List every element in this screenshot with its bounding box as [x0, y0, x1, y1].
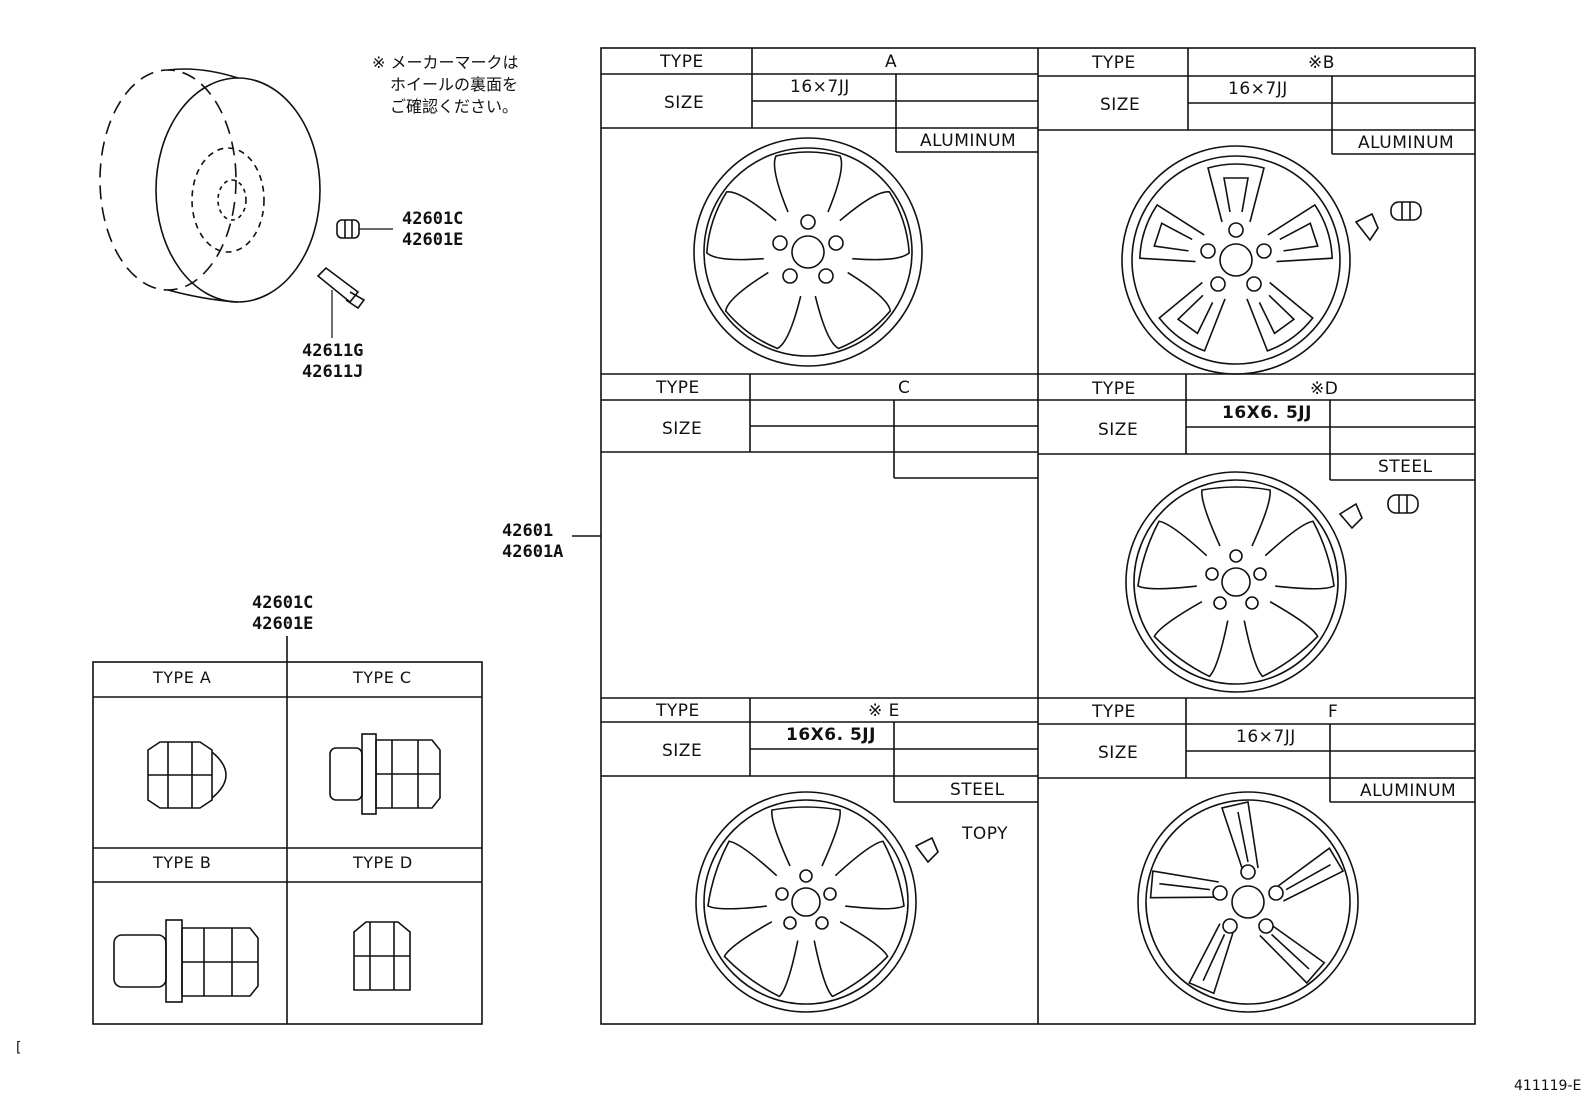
wheel-type-table — [600, 47, 1476, 1025]
panel-e-type-label: TYPE — [656, 701, 700, 721]
lug-nut-illustration — [336, 219, 393, 239]
part-number-wheel: 42601 — [502, 521, 554, 541]
tire-illustration — [99, 68, 321, 303]
arrow-icon — [1338, 502, 1363, 530]
panel-d-material: STEEL — [1378, 457, 1433, 477]
panel-a-size-label: SIZE — [664, 93, 705, 113]
nut-cell-type-b: TYPE B — [153, 853, 212, 872]
panel-b-type-label: TYPE — [1092, 53, 1136, 73]
maker-mark-note-line-2: ホイールの裏面を — [390, 75, 519, 94]
panel-a-size-value: 16×7JJ — [790, 77, 850, 97]
part-number-valve-j: 42611J — [302, 362, 364, 382]
panel-e-material: STEEL — [950, 780, 1005, 800]
panel-c-size-label: SIZE — [662, 419, 703, 439]
nut-type-a-illustration — [147, 741, 227, 809]
panel-b-type-value: ※B — [1308, 53, 1335, 73]
arrow-icon — [914, 836, 939, 864]
panel-a-material: ALUMINUM — [920, 131, 1017, 151]
nut-cell-type-c: TYPE C — [353, 668, 412, 687]
panel-f-material: ALUMINUM — [1360, 781, 1457, 801]
wheel-type-e — [695, 791, 917, 1013]
panel-b-size-label: SIZE — [1100, 95, 1141, 115]
nut-cell-type-d: TYPE D — [353, 853, 413, 872]
valve-stem-illustration — [316, 266, 366, 338]
panel-d-type-value: ※D — [1310, 379, 1339, 399]
arrow-icon — [1354, 212, 1379, 242]
part-number-lug-nut-c: 42601C — [402, 209, 464, 229]
panel-e-brand: TOPY — [962, 824, 1009, 844]
panel-d-size-value: 16X6. 5JJ — [1222, 403, 1312, 423]
catalog-number: 411119-E — [1514, 1078, 1582, 1094]
part-number-nut-table-e: 42601E — [252, 614, 314, 634]
part-number-nut-table-c: 42601C — [252, 593, 314, 613]
panel-d-type-label: TYPE — [1092, 379, 1136, 399]
panel-c-type-label: TYPE — [656, 378, 700, 398]
wheel-type-b — [1121, 145, 1351, 375]
nut-type-table — [92, 636, 483, 1025]
maker-mark-note-line-1: ※ メーカーマークは — [372, 53, 519, 72]
panel-e-type-value: ※ E — [868, 701, 900, 721]
cap-icon — [1390, 201, 1422, 221]
nut-type-c-illustration — [329, 733, 441, 815]
panel-f-type-value: F — [1328, 702, 1339, 722]
maker-mark-note-line-3: ご確認ください。 — [390, 97, 519, 116]
wheel-type-d — [1125, 471, 1347, 693]
wheel-type-a — [693, 137, 923, 367]
corner-mark: [ — [16, 1040, 22, 1056]
panel-f-size-label: SIZE — [1098, 743, 1139, 763]
part-number-wheel-a: 42601A — [502, 542, 564, 562]
part-number-valve-g: 42611G — [302, 341, 364, 361]
panel-d-size-label: SIZE — [1098, 420, 1139, 440]
panel-f-size-value: 16×7JJ — [1236, 727, 1296, 747]
panel-c-type-value: C — [898, 378, 911, 398]
panel-b-size-value: 16×7JJ — [1228, 79, 1288, 99]
panel-b-material: ALUMINUM — [1358, 133, 1455, 153]
panel-e-size-value: 16X6. 5JJ — [786, 725, 876, 745]
panel-a-type-value: A — [885, 52, 898, 72]
nut-type-b-illustration — [113, 919, 259, 1003]
cap-icon — [1387, 494, 1419, 514]
part-number-lug-nut-e: 42601E — [402, 230, 464, 250]
panel-a-type-label: TYPE — [660, 52, 704, 72]
wheel-type-f — [1137, 791, 1359, 1013]
nut-type-d-illustration — [353, 921, 411, 991]
nut-cell-type-a: TYPE A — [153, 668, 212, 687]
panel-e-size-label: SIZE — [662, 741, 703, 761]
panel-f-type-label: TYPE — [1092, 702, 1136, 722]
